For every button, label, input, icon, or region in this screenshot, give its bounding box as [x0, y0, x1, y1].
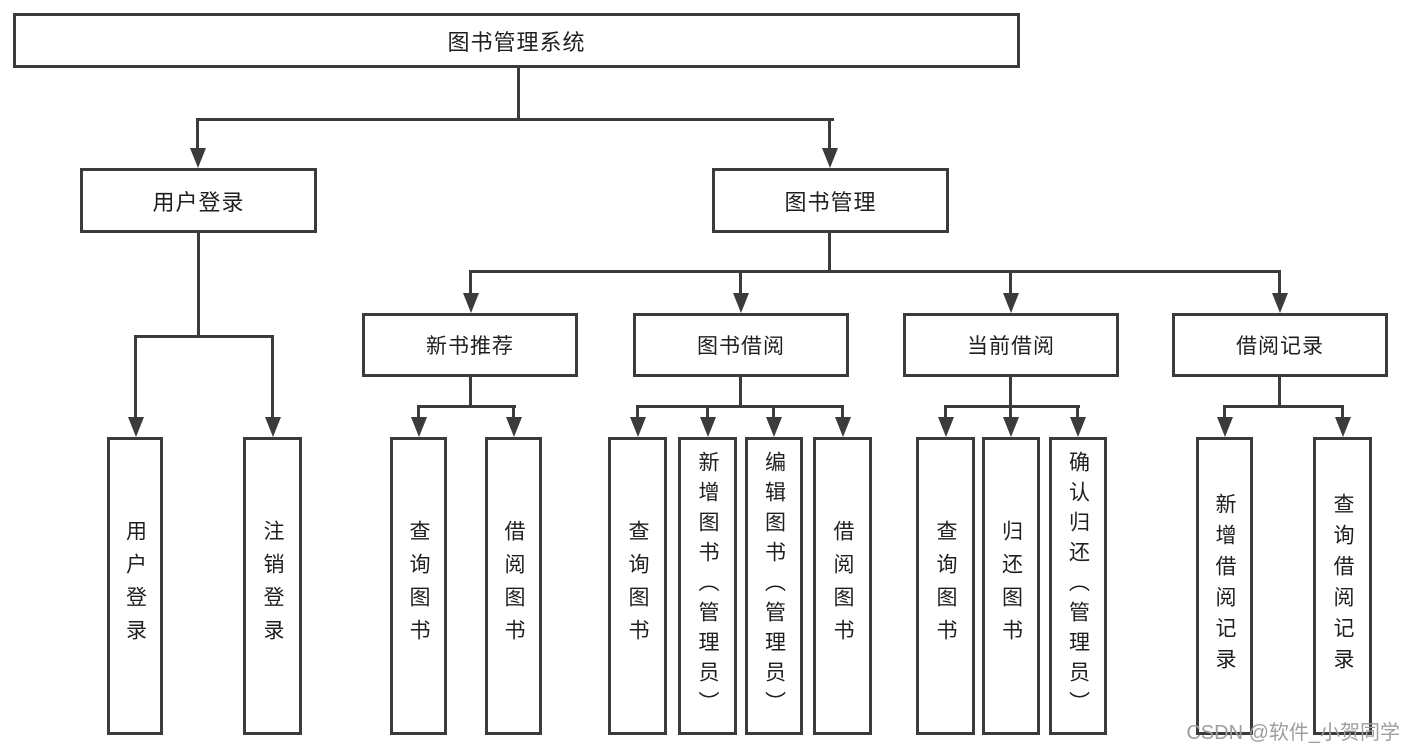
arrowhead-down-icon — [630, 417, 646, 437]
connector-line — [469, 377, 472, 407]
connector-line — [1009, 405, 1012, 419]
node-user-login: 用户登录 — [80, 168, 317, 233]
arrowhead-down-icon — [1003, 293, 1019, 313]
connector-line — [417, 405, 516, 408]
arrowhead-down-icon — [1070, 417, 1086, 437]
arrowhead-down-icon — [1003, 417, 1019, 437]
connector-line — [196, 118, 199, 152]
connector-line — [944, 405, 947, 419]
connector-line — [469, 270, 472, 295]
arrowhead-down-icon — [1272, 293, 1288, 313]
arrowhead-down-icon — [128, 417, 144, 437]
arrowhead-down-icon — [700, 417, 716, 437]
node-new-book-recommendation: 新书推荐 — [362, 313, 578, 377]
connector-line — [841, 405, 844, 419]
arrowhead-down-icon — [265, 417, 281, 437]
leaf-edit-book-admin: 编辑图书（管理员） — [745, 437, 803, 735]
arrowhead-down-icon — [506, 417, 522, 437]
connector-line — [636, 405, 639, 419]
connector-line — [417, 405, 420, 419]
leaf-add-book-admin: 新增图书（管理员） — [678, 437, 737, 735]
leaf-query-borrow-record: 查询借阅记录 — [1313, 437, 1372, 735]
arrowhead-down-icon — [1217, 417, 1233, 437]
leaf-return-books: 归还图书 — [982, 437, 1040, 735]
connector-line — [944, 405, 1080, 408]
arrowhead-down-icon — [190, 148, 206, 168]
leaf-user-login: 用户登录 — [107, 437, 163, 735]
connector-line — [271, 335, 274, 419]
connector-line — [197, 233, 200, 337]
connector-line — [828, 233, 831, 272]
connector-line — [1009, 377, 1012, 407]
connector-line — [1278, 377, 1281, 407]
connector-line — [1009, 270, 1012, 295]
connector-line — [134, 335, 274, 338]
node-book-borrowing: 图书借阅 — [633, 313, 849, 377]
leaf-query-books: 查询图书 — [916, 437, 975, 735]
arrowhead-down-icon — [463, 293, 479, 313]
connector-line — [517, 68, 520, 120]
connector-line — [1341, 405, 1344, 419]
connector-line — [739, 270, 742, 295]
connector-line — [772, 405, 775, 419]
connector-line — [1076, 405, 1079, 419]
connector-line — [196, 118, 834, 121]
connector-line — [1223, 405, 1344, 408]
arrowhead-down-icon — [411, 417, 427, 437]
arrowhead-down-icon — [822, 148, 838, 168]
leaf-query-books: 查询图书 — [390, 437, 447, 735]
connector-line — [739, 377, 742, 407]
watermark: CSDN @软件_小贺同学 — [1186, 722, 1400, 744]
node-current-borrowing: 当前借阅 — [903, 313, 1119, 377]
arrowhead-down-icon — [835, 417, 851, 437]
arrowhead-down-icon — [766, 417, 782, 437]
node-borrowing-records: 借阅记录 — [1172, 313, 1388, 377]
connector-line — [469, 270, 1281, 273]
node-book-management-system: 图书管理系统 — [13, 13, 1020, 68]
leaf-borrow-books: 借阅图书 — [813, 437, 872, 735]
leaf-confirm-return-admin: 确认归还（管理员） — [1049, 437, 1107, 735]
connector-line — [706, 405, 709, 419]
connector-line — [828, 118, 831, 152]
leaf-add-borrow-record: 新增借阅记录 — [1196, 437, 1253, 735]
connector-line — [636, 405, 844, 408]
leaf-logout: 注销登录 — [243, 437, 302, 735]
leaf-query-books: 查询图书 — [608, 437, 667, 735]
connector-line — [512, 405, 515, 419]
leaf-borrow-books: 借阅图书 — [485, 437, 542, 735]
arrowhead-down-icon — [938, 417, 954, 437]
arrowhead-down-icon — [1335, 417, 1351, 437]
connector-line — [1278, 270, 1281, 295]
connector-line — [1223, 405, 1226, 419]
node-book-management: 图书管理 — [712, 168, 949, 233]
arrowhead-down-icon — [733, 293, 749, 313]
connector-line — [134, 335, 137, 419]
